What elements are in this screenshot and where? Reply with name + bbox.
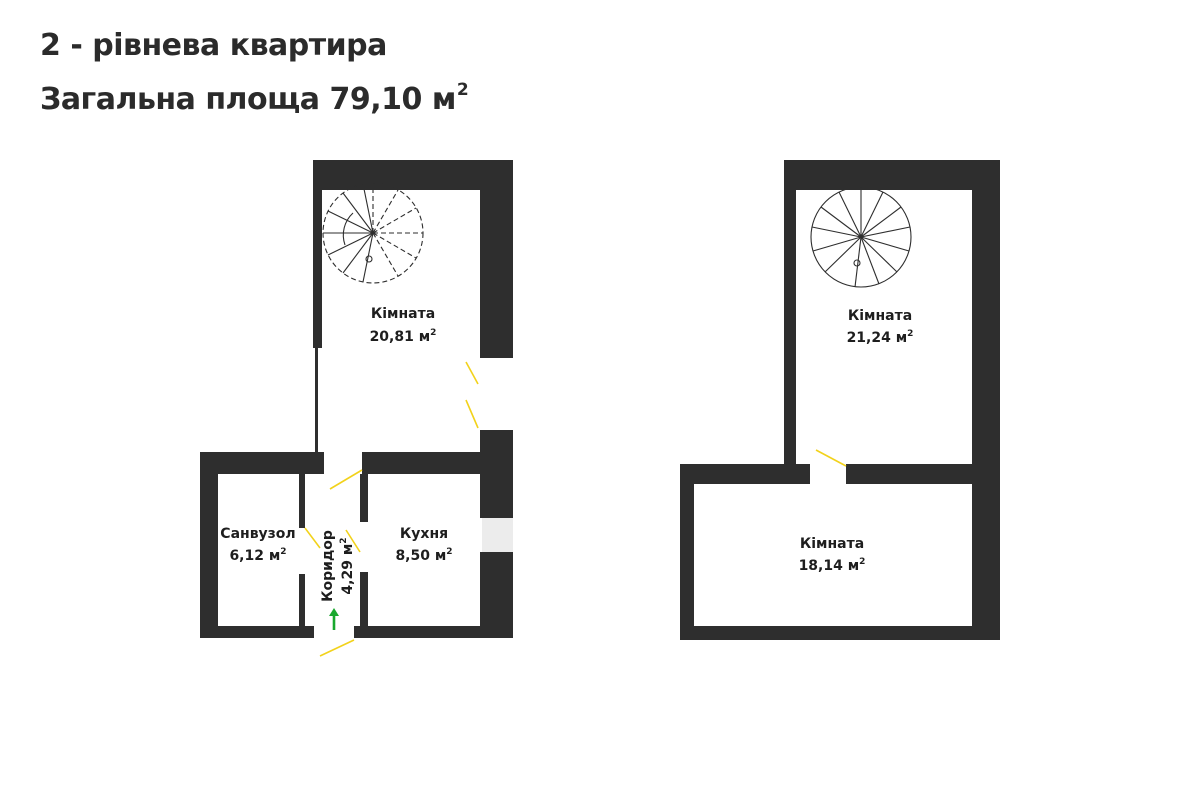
wall	[784, 160, 1000, 190]
door	[319, 639, 355, 657]
wall	[480, 430, 513, 518]
room-label-sanvuzol: Санвузол	[220, 526, 295, 542]
wall	[846, 464, 1000, 484]
wall	[360, 572, 368, 632]
plan-title: 2 - рівнева квартира	[40, 28, 387, 63]
entrance-arrow-icon	[329, 608, 339, 630]
level-1-plan: Кімната 20,81 м2 Санвузол 6,12 м2 Кухня …	[200, 160, 513, 657]
wall	[354, 626, 513, 638]
door	[345, 529, 361, 553]
wall	[680, 464, 694, 640]
total-area-text: Загальна площа 79,10 м	[40, 82, 456, 117]
wall	[360, 474, 368, 522]
unit-sup: 2	[280, 547, 286, 557]
wall	[362, 452, 482, 474]
room-area-kimnata-l1: 20,81 м2	[370, 328, 437, 345]
spiral-staircase-icon	[322, 182, 424, 284]
area-value: 20,81 м	[370, 329, 431, 345]
kitchen-window	[482, 518, 513, 552]
door	[465, 399, 479, 429]
room-label-kimnata-l2-bottom: Кімната	[800, 536, 864, 552]
wall	[313, 160, 513, 190]
door	[815, 449, 847, 467]
room-area-sanvuzol: 6,12 м2	[229, 547, 286, 564]
level-2-plan: Кімната 21,24 м2 Кімната 18,14 м2	[680, 160, 1000, 640]
total-area-unit-sup: 2	[456, 80, 469, 100]
area-value: 4,29 м	[340, 544, 356, 595]
wall	[299, 574, 305, 634]
area-value: 8,50 м	[395, 548, 446, 564]
unit-sup: 2	[907, 329, 913, 339]
unit-sup: 2	[430, 328, 436, 338]
wall	[200, 626, 314, 638]
wall	[480, 552, 513, 638]
wall	[200, 452, 324, 474]
door	[465, 361, 479, 385]
room-label-korydor: Коридор	[320, 530, 336, 602]
area-value: 18,14 м	[799, 558, 860, 574]
area-value: 6,12 м	[229, 548, 280, 564]
wall	[200, 452, 218, 638]
room-area-kimnata-l2-top: 21,24 м2	[847, 329, 914, 346]
door	[329, 469, 363, 490]
unit-sup: 2	[859, 557, 865, 567]
door	[304, 527, 321, 549]
wall	[972, 160, 1000, 640]
wall	[315, 348, 318, 453]
room-label-kimnata-l1: Кімната	[371, 306, 435, 322]
wall	[680, 626, 1000, 640]
room-area-korydor: 4,29 м2	[339, 537, 356, 594]
unit-sup: 2	[446, 547, 452, 557]
room-area-kukhnia: 8,50 м2	[395, 547, 452, 564]
room-label-kukhnia: Кухня	[400, 526, 448, 542]
wall	[299, 474, 305, 528]
wall	[680, 464, 810, 484]
room-label-kimnata-l2-top: Кімната	[848, 308, 912, 324]
spiral-staircase-icon	[810, 186, 912, 288]
room-area-kimnata-l2-bottom: 18,14 м2	[799, 557, 866, 574]
wall	[313, 160, 322, 348]
unit-sup: 2	[339, 537, 349, 543]
total-area: Загальна площа 79,10 м2	[40, 68, 469, 122]
room-label-korydor-group: Коридор 4,29 м2	[320, 530, 356, 602]
area-value: 21,24 м	[847, 330, 908, 346]
wall	[480, 160, 513, 358]
wall	[784, 160, 796, 466]
plan-header: 2 - рівнева квартира Загальна площа 79,1…	[40, 24, 469, 122]
